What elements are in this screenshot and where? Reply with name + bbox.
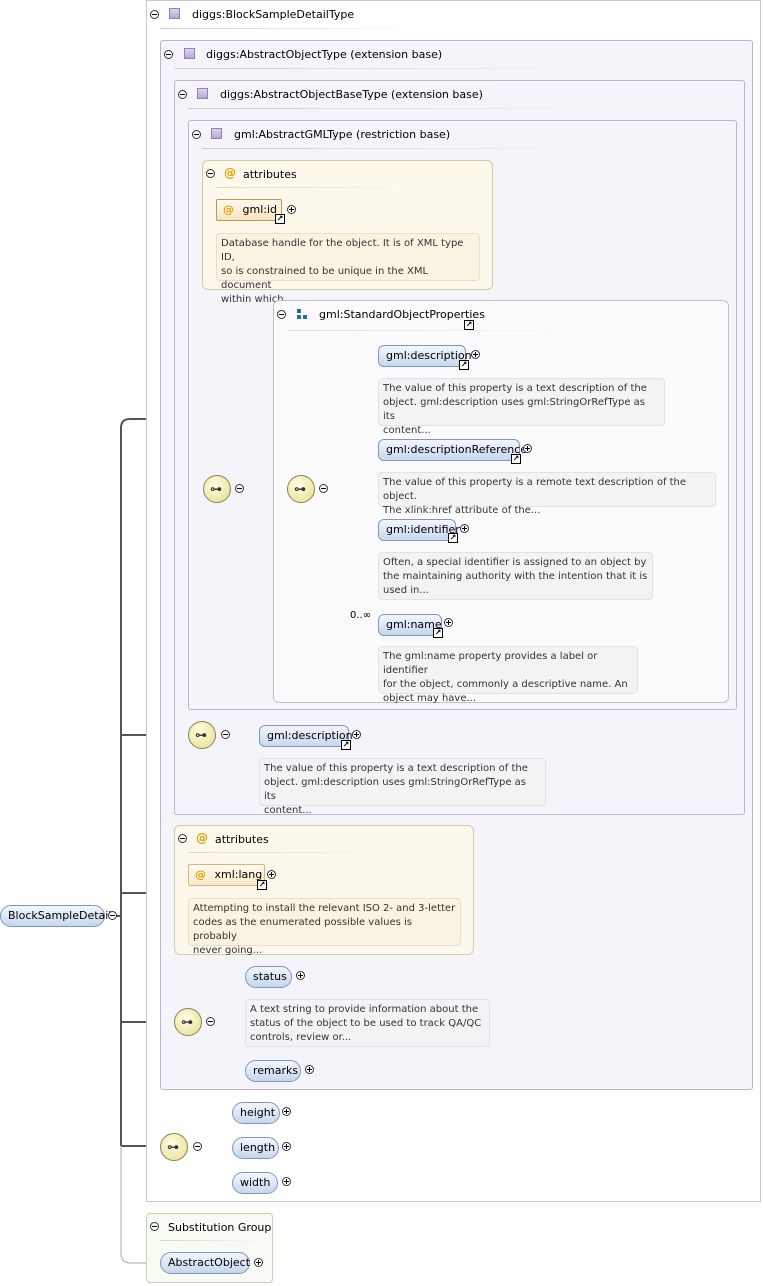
remarks-element[interactable]: remarks — [245, 1060, 301, 1082]
length-element[interactable]: length — [232, 1137, 279, 1159]
collapse-group-button[interactable] — [277, 310, 286, 319]
gml-identifier-documentation: Often, a special identifier is assigned … — [378, 552, 653, 600]
expand-height-button[interactable] — [282, 1107, 291, 1116]
cardinality-label: 0..∞ — [350, 610, 371, 621]
gml-id-documentation: Database handle for the object. It is of… — [216, 233, 480, 281]
expand-description-button[interactable] — [471, 350, 480, 359]
xml-lang-documentation: Attempting to install the relevant ISO 2… — [188, 898, 461, 946]
expand-abstract-object-button[interactable] — [254, 1258, 263, 1267]
collapse-abstract-gml-type-button[interactable] — [192, 130, 201, 139]
gml-description-reference-documentation: The value of this property is a remote t… — [378, 472, 716, 507]
collapse-sequence-button[interactable] — [206, 1017, 215, 1026]
expand-name-button[interactable] — [444, 618, 453, 627]
sequence-compositor[interactable]: ⊶ — [174, 1008, 202, 1036]
gml-description-element[interactable]: gml:description — [378, 345, 466, 367]
xml-lang-attribute[interactable]: @ xml:lang — [188, 864, 265, 886]
collapse-sequence-button[interactable] — [193, 1142, 202, 1151]
collapse-sequence-button[interactable] — [235, 484, 244, 493]
gml-id-attribute[interactable]: @ gml:id — [216, 199, 282, 221]
collapse-abstract-object-type-button[interactable] — [164, 50, 173, 59]
collapse-root-button[interactable] — [108, 911, 117, 920]
attributes-label: attributes — [243, 168, 297, 181]
complex-type-icon — [211, 128, 222, 139]
abstract-gml-type-title: gml:AbstractGMLType (restriction base) — [234, 128, 450, 141]
complex-type-icon — [169, 8, 180, 19]
abstract-object-base-type-title: diggs:AbstractObjectBaseType (extension … — [220, 88, 483, 101]
block-sample-detail-element[interactable]: BlockSampleDetail — [0, 905, 105, 927]
expand-status-button[interactable] — [296, 971, 305, 980]
attribute-icon: @ — [223, 203, 234, 216]
link-icon[interactable]: ↗ — [257, 880, 267, 890]
sequence-icon: ⊶ — [181, 1016, 193, 1028]
complex-type-icon — [184, 48, 195, 59]
expand-remarks-button[interactable] — [305, 1065, 314, 1074]
height-element[interactable]: height — [232, 1102, 280, 1124]
abstract-object-type-title: diggs:AbstractObjectType (extension base… — [206, 48, 442, 61]
gml-description-reference-element[interactable]: gml:descriptionReference — [378, 439, 520, 461]
sequence-compositor[interactable]: ⊶ — [188, 721, 216, 749]
sequence-icon: ⊶ — [167, 1141, 179, 1153]
link-icon[interactable]: ↗ — [433, 628, 443, 638]
link-icon[interactable]: ↗ — [448, 533, 458, 543]
collapse-abstract-object-base-type-button[interactable] — [178, 90, 187, 99]
attribute-icon: @ — [196, 832, 208, 844]
gml-name-documentation: The gml:name property provides a label o… — [378, 646, 638, 694]
gml-description-documentation: The value of this property is a text des… — [378, 378, 665, 426]
collapse-attributes-button[interactable] — [206, 169, 215, 178]
sequence-icon: ⊶ — [210, 483, 222, 495]
gml-description-documentation: The value of this property is a text des… — [259, 758, 546, 806]
status-element[interactable]: status — [245, 966, 292, 988]
substitution-group-title: Substitution Group — [168, 1221, 271, 1234]
sequence-icon: ⊶ — [195, 729, 207, 741]
sequence-compositor[interactable]: ⊶ — [203, 475, 231, 503]
collapse-substitution-group-button[interactable] — [150, 1222, 159, 1231]
attribute-icon: @ — [224, 167, 236, 179]
link-icon[interactable]: ↗ — [341, 740, 351, 750]
collapse-attributes-button[interactable] — [178, 834, 187, 843]
expand-width-button[interactable] — [282, 1177, 291, 1186]
block-type-title: diggs:BlockSampleDetailType — [192, 8, 354, 21]
abstract-object-element[interactable]: AbstractObject — [160, 1252, 250, 1274]
expand-length-button[interactable] — [282, 1142, 291, 1151]
collapse-block-type-button[interactable] — [150, 10, 159, 19]
expand-gml-id-button[interactable] — [287, 205, 296, 214]
standard-object-properties-title: gml:StandardObjectProperties — [319, 308, 485, 321]
status-documentation: A text string to provide information abo… — [245, 999, 490, 1047]
link-icon[interactable]: ↗ — [275, 214, 285, 224]
expand-identifier-button[interactable] — [460, 524, 469, 533]
expand-description-button[interactable] — [352, 730, 361, 739]
expand-xml-lang-button[interactable] — [267, 870, 276, 879]
collapse-sequence-button[interactable] — [221, 730, 230, 739]
sequence-compositor[interactable]: ⊶ — [160, 1133, 188, 1161]
gml-identifier-element[interactable]: gml:identifier — [378, 519, 456, 541]
collapse-sequence-button[interactable] — [319, 484, 328, 493]
sequence-icon: ⊶ — [294, 483, 306, 495]
sequence-compositor[interactable]: ⊶ — [287, 475, 315, 503]
group-icon — [297, 309, 308, 320]
gml-description-element[interactable]: gml:description — [259, 725, 349, 747]
link-icon[interactable]: ↗ — [464, 320, 474, 330]
width-element[interactable]: width — [232, 1172, 278, 1194]
link-icon[interactable]: ↗ — [511, 454, 521, 464]
attribute-icon: @ — [195, 868, 206, 881]
link-icon[interactable]: ↗ — [459, 360, 469, 370]
attributes-label: attributes — [215, 833, 269, 846]
expand-description-reference-button[interactable] — [523, 444, 532, 453]
complex-type-icon — [197, 88, 208, 99]
